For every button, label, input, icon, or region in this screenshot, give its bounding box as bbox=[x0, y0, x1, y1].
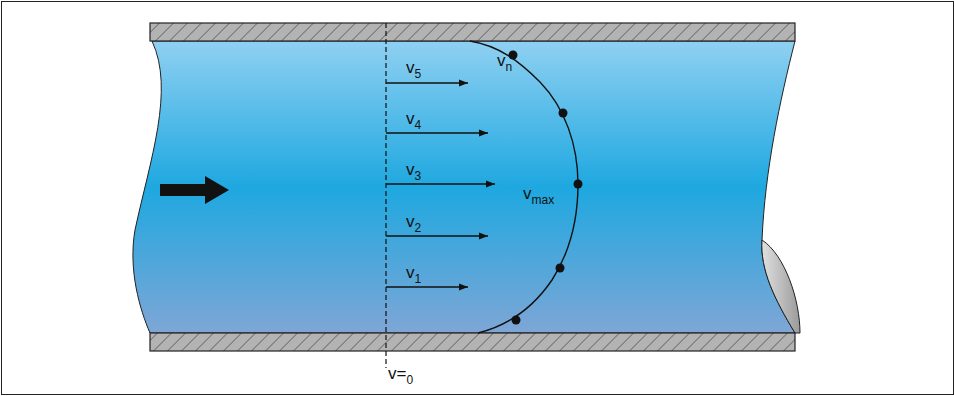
velocity-label: v2 bbox=[406, 213, 421, 230]
velocity-label: v=0 bbox=[388, 365, 413, 382]
velocity-label: v4 bbox=[406, 110, 421, 127]
velocity-label: v5 bbox=[406, 59, 421, 76]
velocity-label: vmax bbox=[523, 185, 554, 202]
velocity-label: v3 bbox=[406, 161, 421, 178]
velocity-label: vn bbox=[497, 52, 512, 69]
velocity-label: v1 bbox=[406, 264, 421, 281]
